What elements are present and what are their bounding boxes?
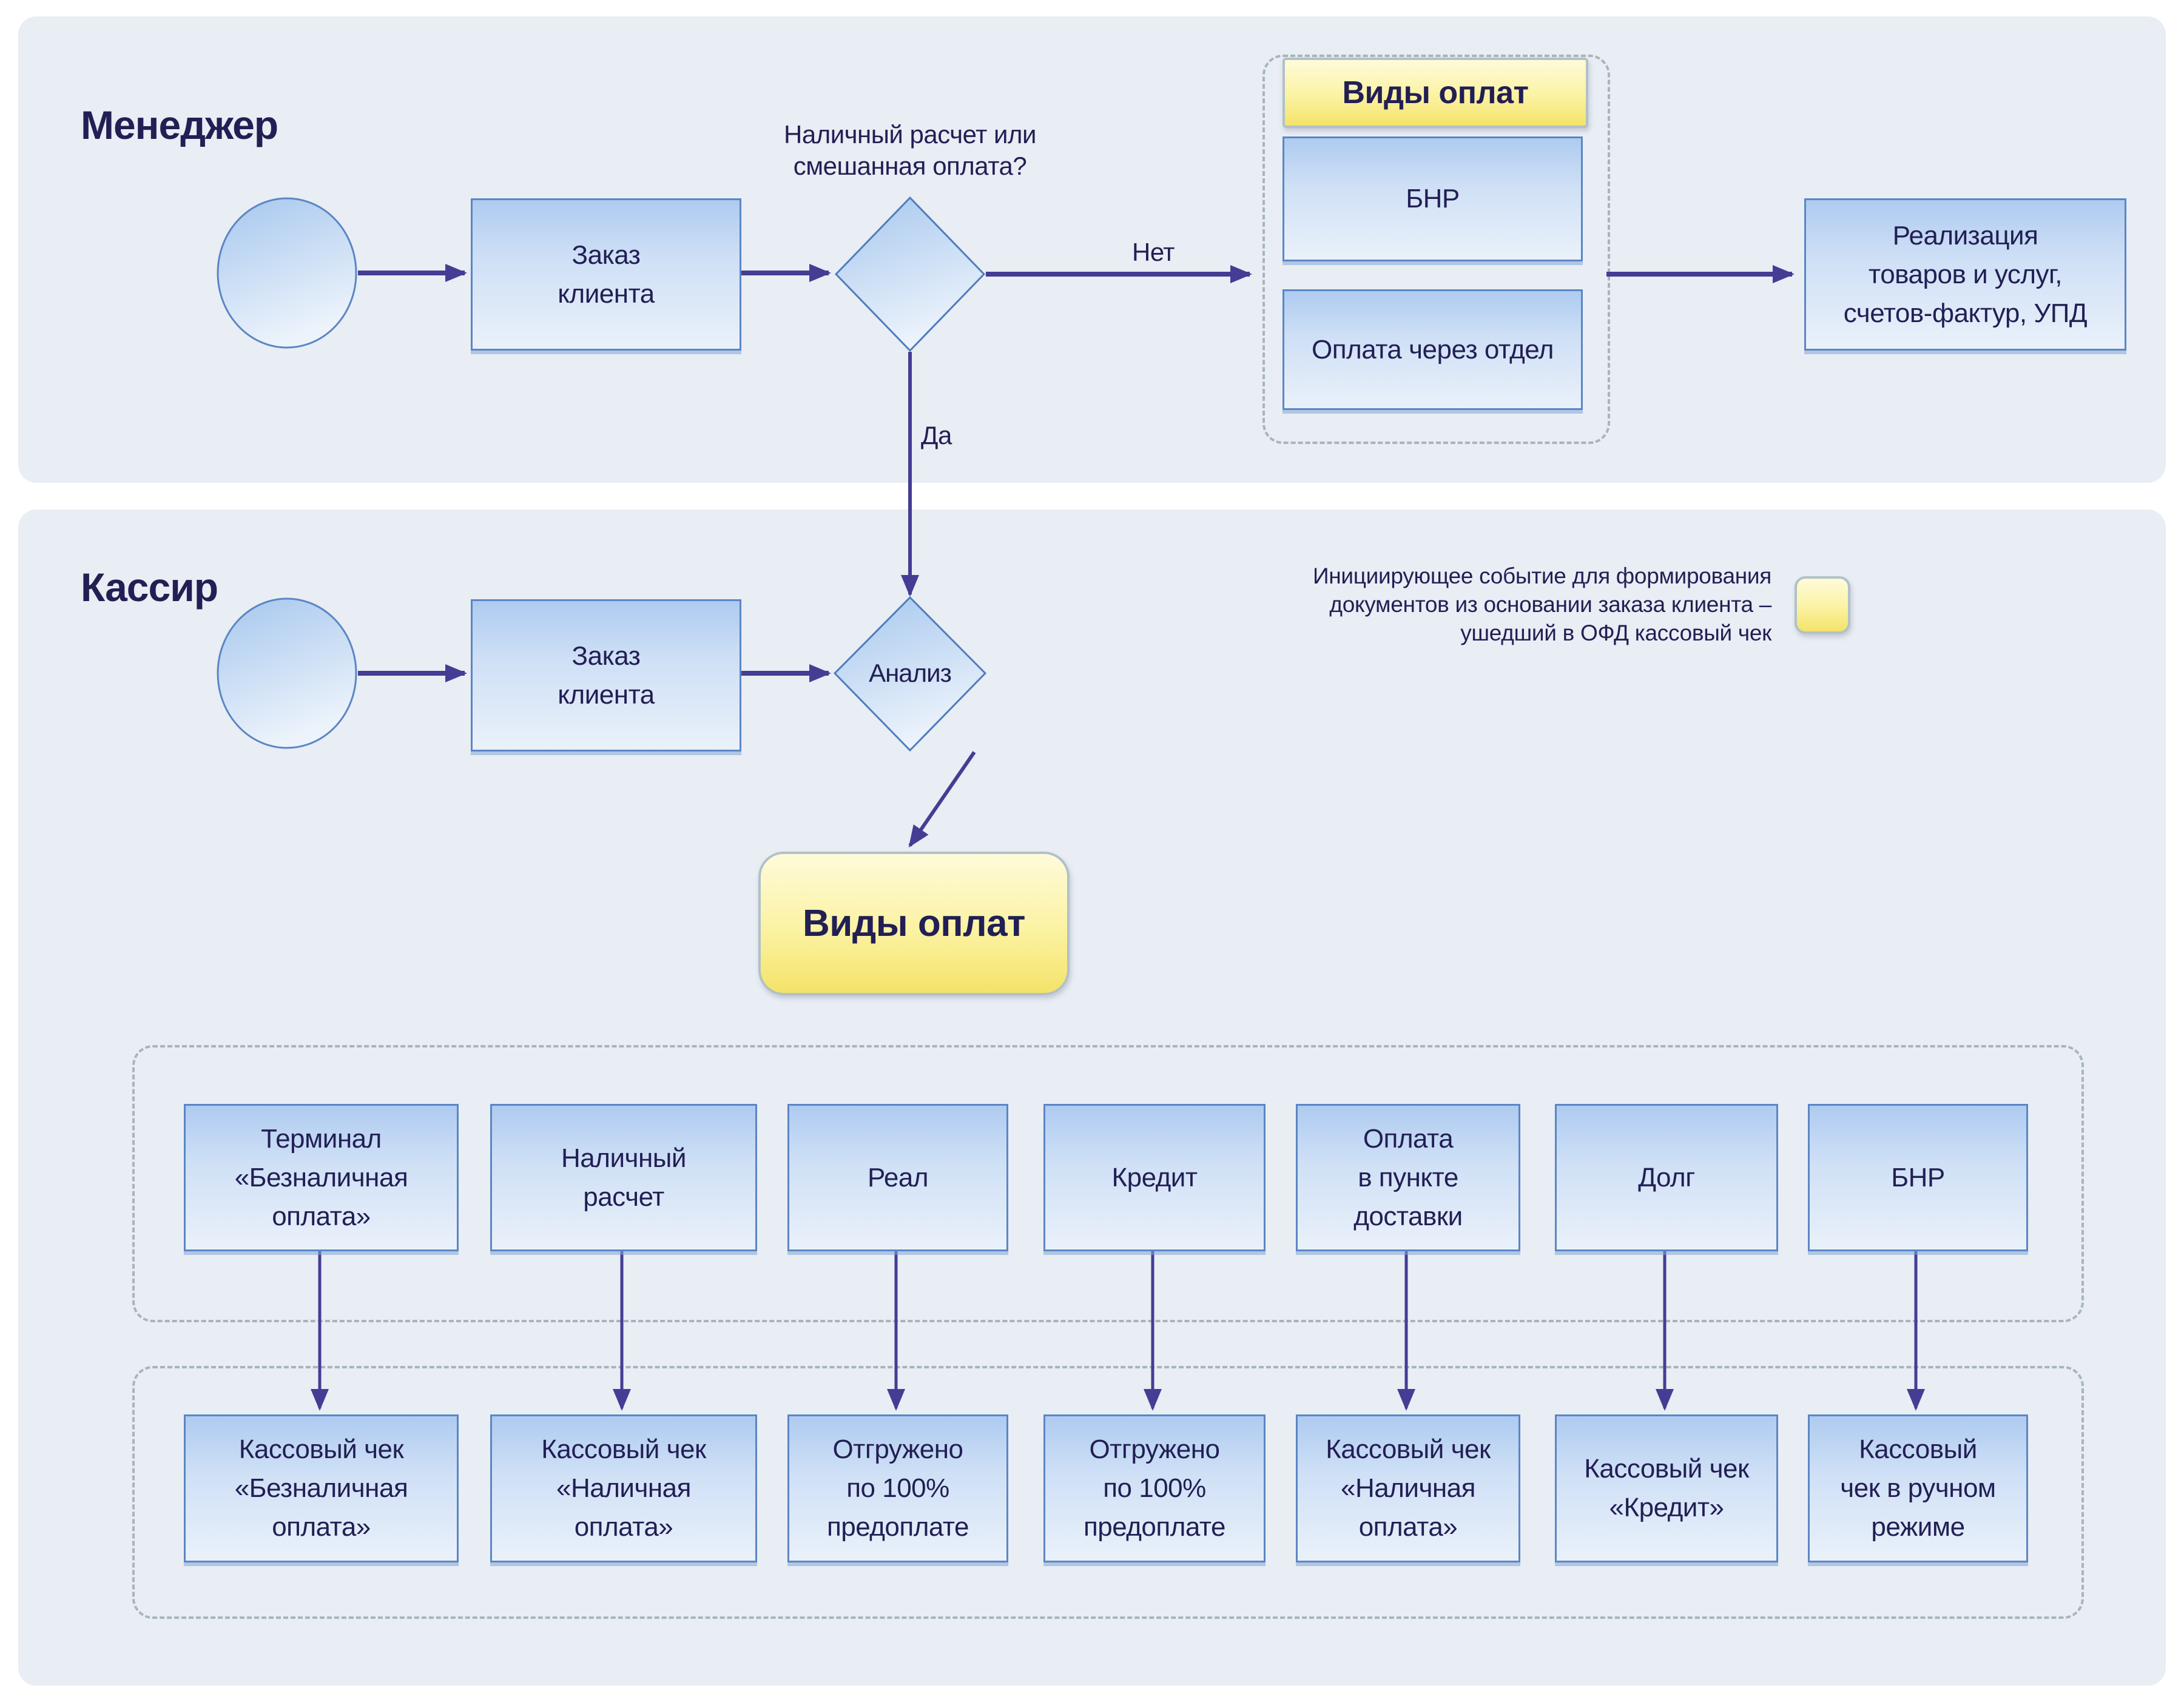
label-yes: Да — [921, 421, 952, 449]
payment-type-debt: Долг — [1555, 1104, 1778, 1251]
payment-type-cash: Наличный расчет — [490, 1104, 757, 1251]
container-cash-documents — [132, 1366, 2084, 1619]
payment-type-credit: Кредит — [1043, 1104, 1266, 1251]
container-payment-types — [132, 1045, 2084, 1322]
lane-manager-title: Менеджер — [81, 103, 278, 147]
payment-type-bnr: БНР — [1808, 1104, 2028, 1251]
cash-doc-shipped-prepaid-2: Отгружено по 100% предоплате — [1043, 1414, 1266, 1562]
payment-type-delivery-point: Оплата в пункте доставки — [1296, 1104, 1520, 1251]
payment-type-terminal: Терминал «Безналичная оплата» — [184, 1104, 459, 1251]
note-initiating-event: Инициирующее событие для формирования до… — [1312, 563, 1771, 645]
node-pay-via-department: Оплата через отдел — [1282, 289, 1583, 410]
cash-doc-manual-receipt: Кассовый чек в ручном режиме — [1808, 1414, 2028, 1562]
payment-type-real: Реал — [787, 1104, 1008, 1251]
group-payment-kinds — [1262, 55, 1610, 444]
analysis-diamond-label: Анализ — [869, 659, 952, 687]
cash-doc-shipped-prepaid-1: Отгружено по 100% предоплате — [787, 1414, 1008, 1562]
task-realization: Реализация товаров и услуг, счетов-факту… — [1804, 198, 2126, 351]
task-client-order-cashier: Заказ клиента — [471, 599, 741, 752]
cash-doc-cash-receipt-1: Кассовый чек «Наличная оплата» — [490, 1414, 757, 1562]
legend-event-swatch — [1795, 576, 1850, 634]
label-no: Нет — [1132, 238, 1175, 266]
task-client-order-manager: Заказ клиента — [471, 198, 741, 351]
payment-kinds-group-header: Виды оплат — [1282, 58, 1588, 128]
cash-doc-cash-receipt-2: Кассовый чек «Наличная оплата» — [1296, 1414, 1520, 1562]
decision-question: Наличный расчет или смешанная оплата? — [784, 120, 1036, 180]
cash-doc-credit-receipt: Кассовый чек «Кредит» — [1555, 1414, 1778, 1562]
node-payment-kinds: Виды оплат — [758, 852, 1070, 995]
cash-doc-cashless-receipt: Кассовый чек «Безналичная оплата» — [184, 1414, 459, 1562]
lane-cashier-title: Кассир — [81, 565, 218, 610]
node-bnr-manager: БНР — [1282, 136, 1583, 261]
